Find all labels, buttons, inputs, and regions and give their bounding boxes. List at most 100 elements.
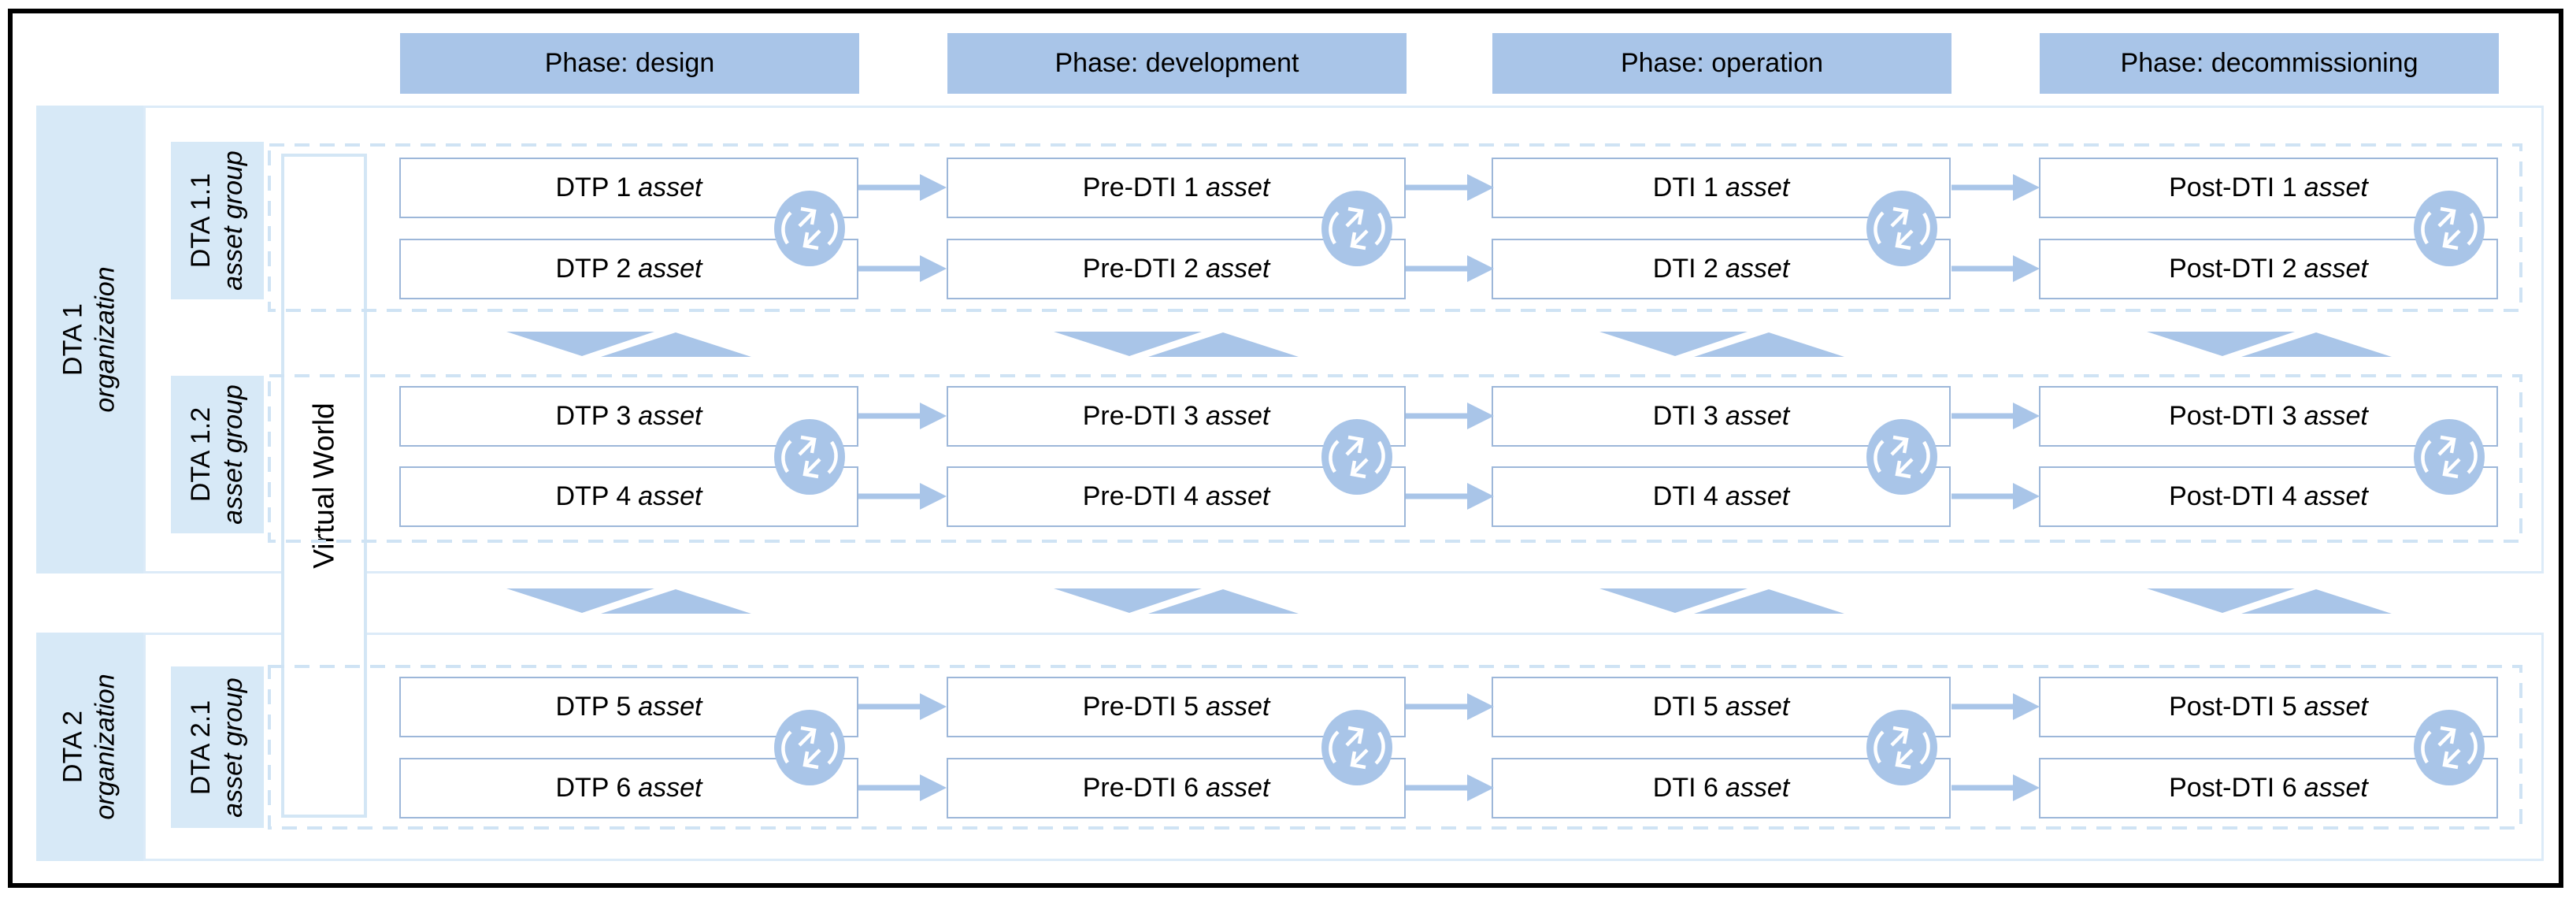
asset-suffix: asset <box>2304 481 2368 511</box>
asset-name: DTI 2 <box>1652 254 1718 284</box>
asset-name: Pre-DTI 6 <box>1082 773 1199 803</box>
asset-name: DTP 2 <box>555 254 632 284</box>
asset-suffix: asset <box>1206 773 1270 803</box>
org-container-dta2 <box>143 633 2544 861</box>
asset-name: DTI 5 <box>1652 692 1718 722</box>
asset-suffix: asset <box>638 773 702 803</box>
asset-name: Pre-DTI 3 <box>1082 401 1199 431</box>
asset-suffix: asset <box>638 254 702 284</box>
virtual-world-bar: Virtual World <box>281 154 367 818</box>
group-name: DTA 1.2 <box>186 406 217 503</box>
asset-name: DTP 5 <box>555 692 632 722</box>
handoff-triangles-icon <box>1054 588 1299 614</box>
org-type: organization <box>91 266 120 413</box>
asset-name: Post-DTI 5 <box>2169 692 2297 722</box>
asset-suffix: asset <box>638 401 702 431</box>
group-name: DTA 1.1 <box>186 173 217 269</box>
asset-suffix: asset <box>2304 401 2368 431</box>
phase-header-label: Phase: decommissioning <box>2120 48 2418 78</box>
asset-name: Pre-DTI 4 <box>1082 481 1199 511</box>
asset-suffix: asset <box>2304 254 2368 284</box>
asset-suffix: asset <box>1725 481 1790 511</box>
asset-suffix: asset <box>1206 481 1270 511</box>
asset-suffix: asset <box>2304 173 2368 202</box>
asset-suffix: asset <box>1206 173 1270 202</box>
asset-name: Pre-DTI 5 <box>1082 692 1199 722</box>
group-type: asset group <box>218 384 249 525</box>
asset-suffix: asset <box>2304 692 2368 722</box>
asset-suffix: asset <box>1206 254 1270 284</box>
org-type: organization <box>91 674 120 820</box>
asset-suffix: asset <box>1725 773 1790 803</box>
phase-header-label: Phase: operation <box>1620 48 1824 78</box>
group-name: DTA 2.1 <box>186 700 217 795</box>
org-name: DTA 1 <box>58 303 88 376</box>
phase-header-label: Phase: design <box>544 48 715 78</box>
asset-name: Post-DTI 4 <box>2169 481 2297 511</box>
virtual-world-label: Virtual World <box>308 403 340 569</box>
asset-suffix: asset <box>1725 173 1790 202</box>
asset-suffix: asset <box>1725 254 1790 284</box>
asset-suffix: asset <box>1725 401 1790 431</box>
asset-name: Post-DTI 3 <box>2169 401 2297 431</box>
org-name: DTA 2 <box>58 711 88 783</box>
group-type: asset group <box>218 150 249 291</box>
asset-name: DTP 4 <box>555 481 632 511</box>
phase-header-label: Phase: development <box>1054 48 1299 78</box>
asset-suffix: asset <box>638 481 702 511</box>
asset-name: DTI 6 <box>1652 773 1718 803</box>
phase-header-decommissioning: Phase: decommissioning <box>2040 33 2499 94</box>
asset-suffix: asset <box>1206 401 1270 431</box>
asset-name: Pre-DTI 1 <box>1082 173 1199 202</box>
asset-name: Pre-DTI 2 <box>1082 254 1199 284</box>
asset-name: Post-DTI 2 <box>2169 254 2297 284</box>
phase-header-development: Phase: development <box>947 33 1407 94</box>
phase-header-design: Phase: design <box>400 33 859 94</box>
asset-name: DTI 4 <box>1652 481 1718 511</box>
phase-header-operation: Phase: operation <box>1492 33 1951 94</box>
asset-suffix: asset <box>638 173 702 202</box>
asset-name: DTI 3 <box>1652 401 1718 431</box>
asset-name: Post-DTI 1 <box>2169 173 2297 202</box>
asset-suffix: asset <box>638 692 702 722</box>
asset-name: Post-DTI 6 <box>2169 773 2297 803</box>
asset-suffix: asset <box>2304 773 2368 803</box>
group-type: asset group <box>218 677 249 818</box>
handoff-triangles-icon <box>1599 588 1844 614</box>
asset-suffix: asset <box>1206 692 1270 722</box>
asset-name: DTP 1 <box>555 173 632 202</box>
asset-suffix: asset <box>1725 692 1790 722</box>
asset-name: DTP 3 <box>555 401 632 431</box>
asset-name: DTP 6 <box>555 773 632 803</box>
asset-name: DTI 1 <box>1652 173 1718 202</box>
handoff-triangles-icon <box>2147 588 2392 614</box>
handoff-triangles-icon <box>506 588 751 614</box>
